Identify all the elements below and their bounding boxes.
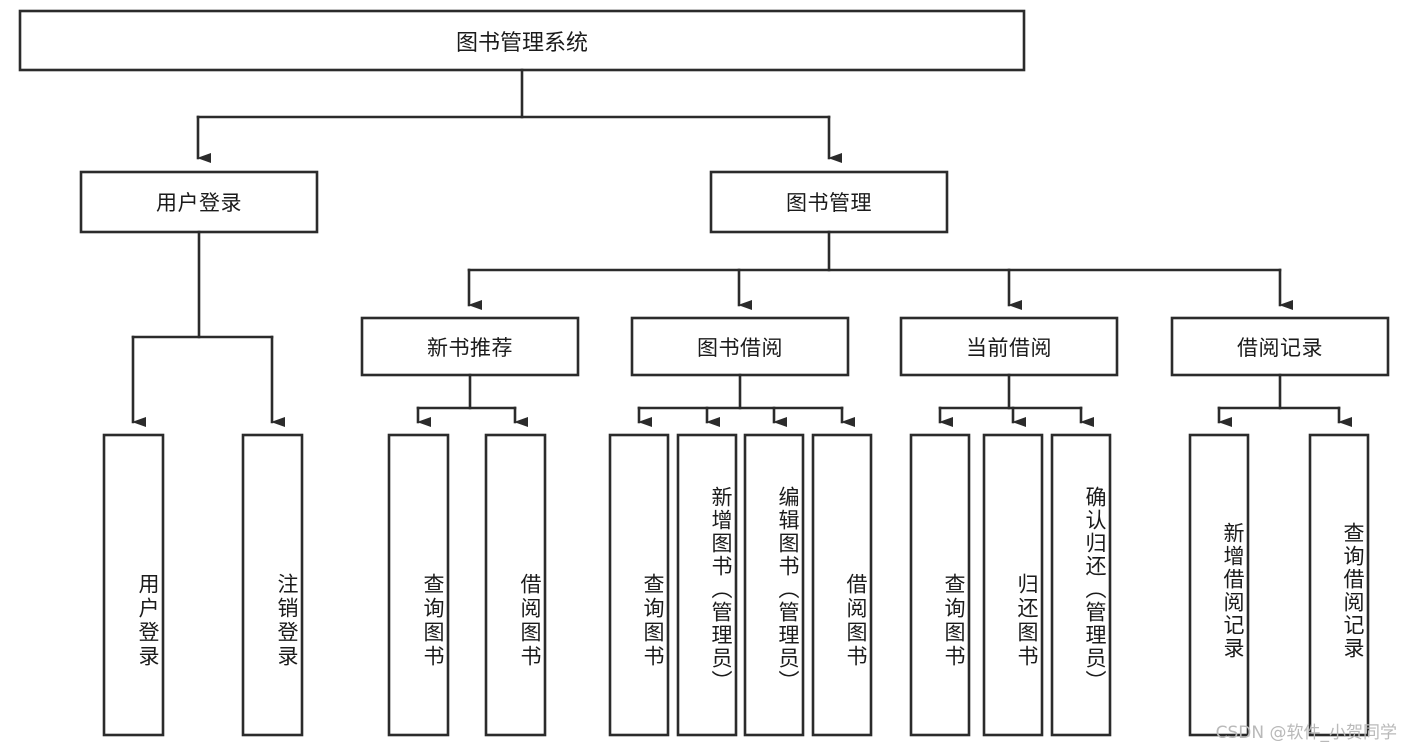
node-box-leaf-cur-return-book[interactable] bbox=[982, 433, 1044, 737]
node-box-leaf-borrow-add-book[interactable] bbox=[676, 433, 738, 737]
node-box-leaf-borrow-query-book[interactable] bbox=[608, 433, 670, 737]
node-box-leaf-borrow-edit-book[interactable] bbox=[743, 433, 805, 737]
node-box-user-login[interactable] bbox=[79, 170, 319, 234]
node-box-borrow-record[interactable] bbox=[1170, 316, 1390, 377]
csdn-watermark: CSDN @软件_小贺同学 bbox=[1215, 723, 1397, 743]
node-box-leaf-rec-query-book[interactable] bbox=[387, 433, 450, 737]
node-box-new-book-rec[interactable] bbox=[360, 316, 580, 377]
node-box-root[interactable] bbox=[18, 9, 1026, 72]
node-box-book-manage[interactable] bbox=[709, 170, 949, 234]
node-box-book-borrow[interactable] bbox=[630, 316, 850, 377]
node-box-leaf-rec-query-record[interactable] bbox=[1308, 433, 1370, 737]
node-box-current-borrow[interactable] bbox=[899, 316, 1119, 377]
node-box-leaf-user-login[interactable] bbox=[102, 433, 165, 737]
node-box-leaf-rec-add-record[interactable] bbox=[1188, 433, 1250, 737]
node-box-leaf-cur-confirm-return[interactable] bbox=[1050, 433, 1112, 737]
node-box-leaf-rec-borrow-book[interactable] bbox=[484, 433, 547, 737]
node-box-leaf-borrow-borrow-book[interactable] bbox=[811, 433, 873, 737]
node-box-leaf-cur-query-book[interactable] bbox=[909, 433, 971, 737]
node-box-leaf-user-logout[interactable] bbox=[241, 433, 304, 737]
